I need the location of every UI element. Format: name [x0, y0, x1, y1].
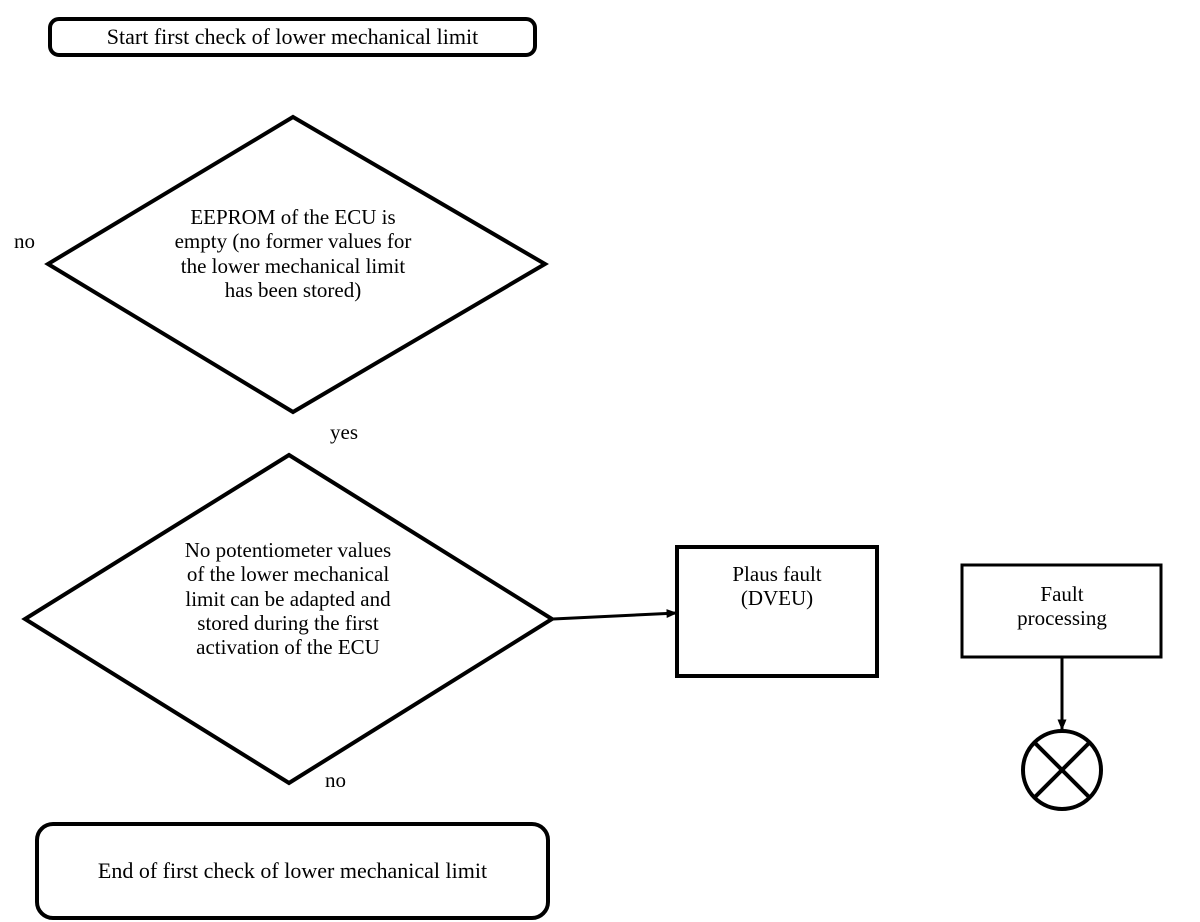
edge-label-eeprom-no: no — [14, 229, 35, 253]
decision-eeprom-shape[interactable] — [44, 114, 549, 415]
fault-processing-shape[interactable] — [960, 563, 1163, 659]
end-node-shape[interactable] — [35, 822, 550, 920]
plaus-fault-shape[interactable] — [675, 545, 879, 678]
crossed-circle-stroke-b — [1032, 740, 1092, 800]
edge-label-eeprom-yes: yes — [330, 420, 358, 444]
edge-label-adapt-no: no — [325, 768, 346, 792]
start-node-shape[interactable] — [48, 17, 537, 57]
decision-adapt-shape[interactable] — [21, 452, 556, 786]
edge-adapt-to-plaus-fault — [552, 609, 678, 621]
